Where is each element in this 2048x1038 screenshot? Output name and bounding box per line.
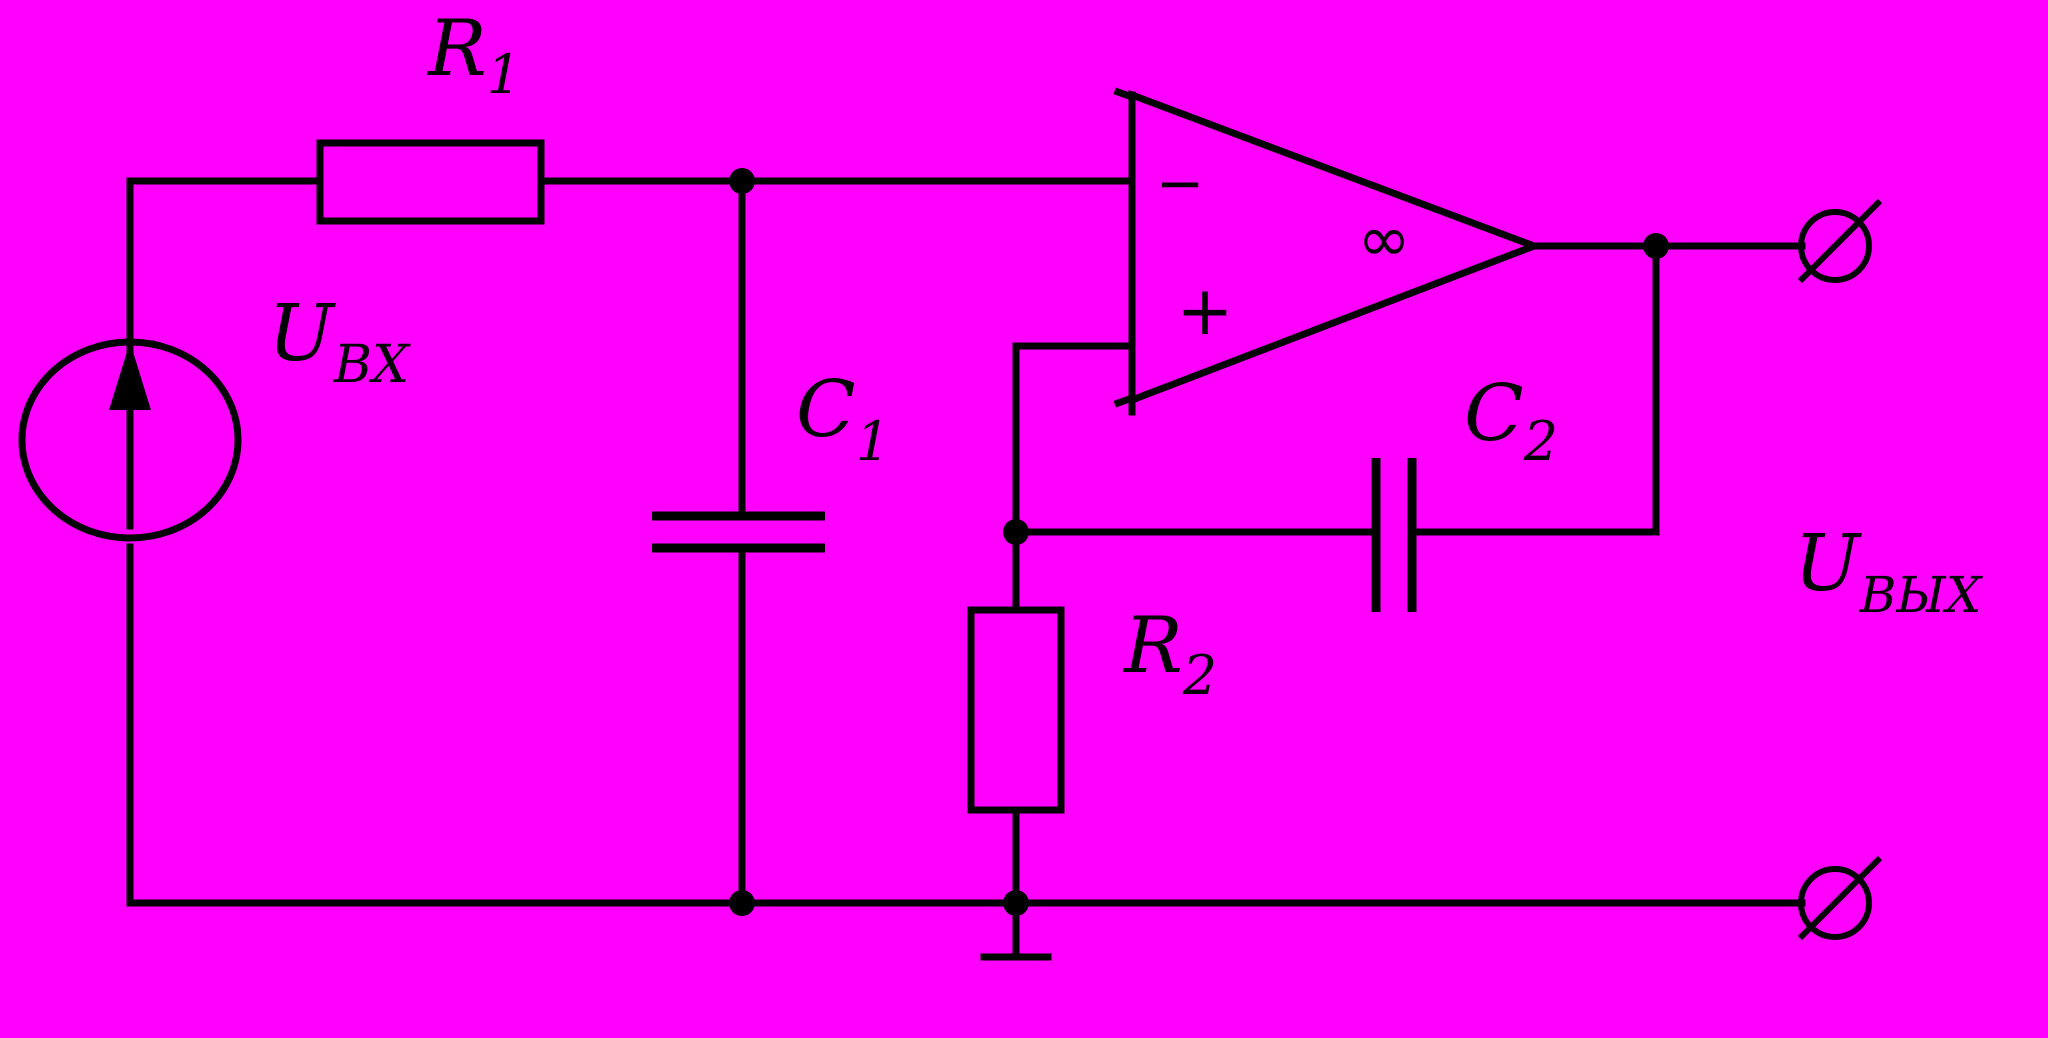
source-arrow-head [109,342,151,410]
junctions [729,168,1669,916]
label-c2: C2 [1464,369,1558,473]
opamp: − + ∞ [1113,87,1544,416]
label-uout: UВЫХ [1794,519,1984,624]
capacitor-c1 [652,511,825,553]
output-terminal-bottom [1797,855,1883,941]
junction-dot [729,168,755,194]
resistor-r1 [316,139,545,225]
wire-c2-to-output [1408,242,1660,536]
label-r2: R2 [1122,601,1217,707]
output-terminal-top [1797,198,1883,284]
wire-left-bottom [126,543,1806,907]
label-uin: UВХ [268,289,411,395]
opamp-minus: − [1156,149,1205,217]
resistor-r2 [967,606,1065,814]
wire-left-top [126,177,324,354]
label-c1: C1 [796,365,890,473]
capacitor-c2 [1371,458,1417,612]
wires [126,177,1806,961]
junction-dot [729,890,755,916]
junction-dot [1003,890,1029,916]
junction-dot [1643,233,1669,259]
junction-dot [1003,519,1029,545]
label-r1: R1 [426,4,521,106]
opamp-gain: ∞ [1357,203,1410,277]
wire-plus-input [1012,342,1136,614]
opamp-plus: + [1177,272,1234,351]
voltage-source [18,338,242,542]
